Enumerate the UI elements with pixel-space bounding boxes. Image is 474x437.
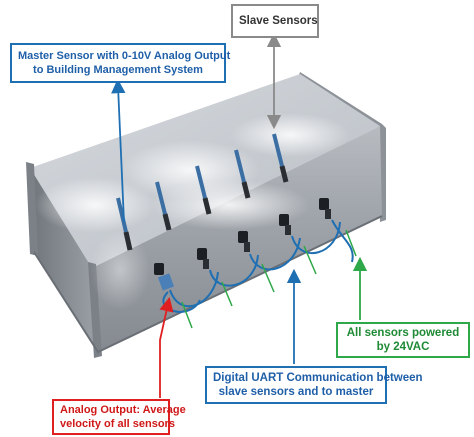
airflow-cloud-3 [230,113,350,157]
power-wire-4 [303,245,317,275]
master-label-line-1: Master Sensor with 0-10V Analog Output [18,50,231,62]
uart-label-line-1: Digital UART Communication between [213,372,423,384]
probe-3 [195,165,212,215]
slave-label-line-1: Slave Sensors [239,15,318,27]
arrow-analog [159,296,174,398]
airflow-cloud-4 [150,180,310,230]
master-sensor-label: Master Sensor with 0-10V Analog Output t… [10,43,231,83]
airflow-cloud-1 [35,177,155,233]
power-wire-1 [181,301,193,329]
power-label: All sensors powered by 24VAC [336,322,470,358]
uart-label-line-2: slave sensors and to master [218,386,374,398]
slave-sensors-label: Slave Sensors [231,4,319,38]
airflow-cloud-5 [90,230,150,310]
duct [26,72,386,358]
master-label-line-2: to Building Management System [33,64,203,76]
analog-output-label: Analog Output: Average velocity of all s… [52,399,186,435]
sensor-head-2 [197,248,209,269]
probe-2 [155,181,172,231]
arrow-master [111,78,126,223]
duct-front-flange [88,262,102,358]
analog-label-line-2: velocity of all sensors [60,418,175,430]
probe-4 [234,149,251,199]
cable-5 [331,219,354,263]
power-wire-3 [261,263,275,293]
power-label-line-1: All sensors powered [346,327,460,339]
uart-label: Digital UART Communication between slave… [205,366,423,404]
sensor-head-5 [319,198,331,219]
power-label-line-2: by 24VAC [376,341,430,353]
power-wire-5 [345,229,357,257]
probe-5 [272,133,289,183]
sensor-head-3 [238,231,250,252]
analog-label-line-1: Analog Output: Average [60,404,186,416]
sensor-heads [154,198,331,291]
arrows [111,32,368,398]
power-wire-2 [221,281,233,307]
power-wires [181,229,357,329]
sensor-head-4 [279,214,291,235]
sensor-probes [116,133,289,251]
probe-1 [116,197,133,251]
sensor-head-1 [154,263,175,291]
duct-left-flange [26,162,38,256]
